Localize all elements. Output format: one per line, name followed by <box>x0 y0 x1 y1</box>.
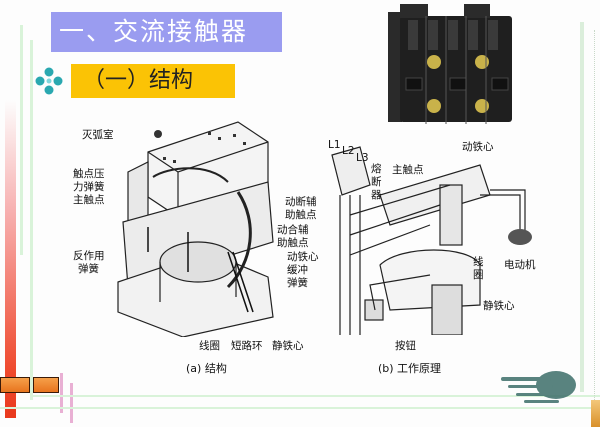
label-fuse-3: 器 <box>371 189 382 201</box>
label-no-aux-contact-2: 助触点 <box>277 237 309 249</box>
decor-right-line <box>580 22 584 392</box>
label-contact-spring: 触点压 <box>73 168 105 180</box>
decor-right-dots <box>594 30 596 410</box>
label-button: 按钮 <box>395 340 416 352</box>
ink-wash-decoration <box>501 371 576 403</box>
label-l3: L3 <box>356 152 369 164</box>
decor-corner <box>591 400 600 427</box>
label-main-contact-a: 主触点 <box>73 194 105 206</box>
label-reaction-spring: 反作用 <box>73 250 105 262</box>
label-buffer-spring: 缓冲 <box>287 264 308 276</box>
label-main-contact-b: 主触点 <box>392 164 424 176</box>
caption-a: (a) 结构 <box>186 362 227 375</box>
decor-red-bar <box>5 100 16 418</box>
label-coil-b: 线 <box>473 256 484 268</box>
label-static-core-a: 静铁心 <box>272 340 304 352</box>
contactor-photo <box>378 2 524 126</box>
label-reaction-spring-2: 弹簧 <box>78 263 99 275</box>
label-fuse: 熔 <box>371 163 382 175</box>
working-principle-drawing <box>331 146 532 335</box>
label-moving-core-b: 动铁心 <box>462 141 494 153</box>
decor-red-tip <box>8 408 16 418</box>
decor-pink-line <box>60 373 63 413</box>
contactor-structure-drawing <box>117 121 274 337</box>
decor-orange-bar <box>0 377 30 393</box>
label-fuse-2: 断 <box>371 176 382 188</box>
decor-orange-bar <box>33 377 59 393</box>
label-arc-chamber: 灭弧室 <box>82 129 114 141</box>
caption-b: (b) 工作原理 <box>378 362 442 375</box>
decor-green-line <box>20 25 23 255</box>
flower-bullet-icon <box>35 67 63 95</box>
label-l1: L1 <box>328 139 341 151</box>
label-static-core-b: 静铁心 <box>483 300 515 312</box>
decor-pink-line <box>70 383 73 423</box>
decor-green-hline <box>0 407 600 409</box>
label-coil-b-2: 圈 <box>473 269 484 281</box>
label-buffer-spring-2: 弹簧 <box>287 277 308 289</box>
label-coil-a: 线圈 <box>199 340 220 352</box>
label-contact-spring-2: 力弹簧 <box>73 181 105 193</box>
section-subtitle: （一）结构 <box>71 64 235 98</box>
label-no-aux-contact: 动合辅 <box>277 224 309 236</box>
slide-title: 一、交流接触器 <box>51 12 282 52</box>
label-nc-aux-contact-2: 助触点 <box>285 209 317 221</box>
label-l2: L2 <box>342 145 355 157</box>
decor-green-hline <box>30 395 600 397</box>
label-motor: 电动机 <box>504 259 536 271</box>
decor-green-line <box>30 40 33 400</box>
label-nc-aux-contact: 动断辅 <box>285 196 317 208</box>
label-moving-core-a: 动铁心 <box>287 251 319 263</box>
label-shorting-ring: 短路环 <box>231 340 263 352</box>
